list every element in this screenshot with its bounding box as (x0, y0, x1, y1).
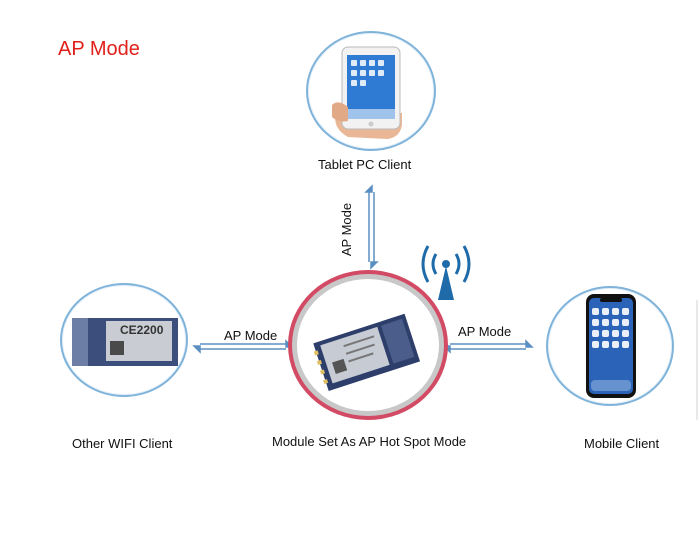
module-board-icon (313, 313, 421, 391)
link-label-left: AP Mode (224, 328, 278, 343)
mobile-node (546, 286, 674, 406)
center-label: Module Set As AP Hot Spot Mode (272, 434, 467, 449)
link-label-top: AP Mode (339, 202, 355, 257)
arrow-top (364, 184, 379, 270)
tablet-icon (332, 46, 402, 139)
edge-divider (696, 300, 698, 420)
tablet-label: Tablet PC Client (318, 157, 412, 172)
diagram-title: AP Mode (58, 38, 140, 60)
smartphone-icon (586, 294, 636, 398)
wifi-module-icon (72, 318, 178, 366)
other-wifi-label: Other WIFI Client (72, 436, 173, 451)
arrow-right (442, 339, 534, 354)
arrow-left (192, 339, 294, 354)
module-mark: CE2200 (120, 323, 164, 337)
antenna-icon (421, 245, 471, 300)
mobile-label: Mobile Client (584, 436, 660, 451)
link-label-right: AP Mode (458, 324, 512, 339)
other-wifi-node: CE2200 (60, 283, 188, 397)
tablet-node (306, 31, 436, 151)
center-node (292, 274, 444, 416)
